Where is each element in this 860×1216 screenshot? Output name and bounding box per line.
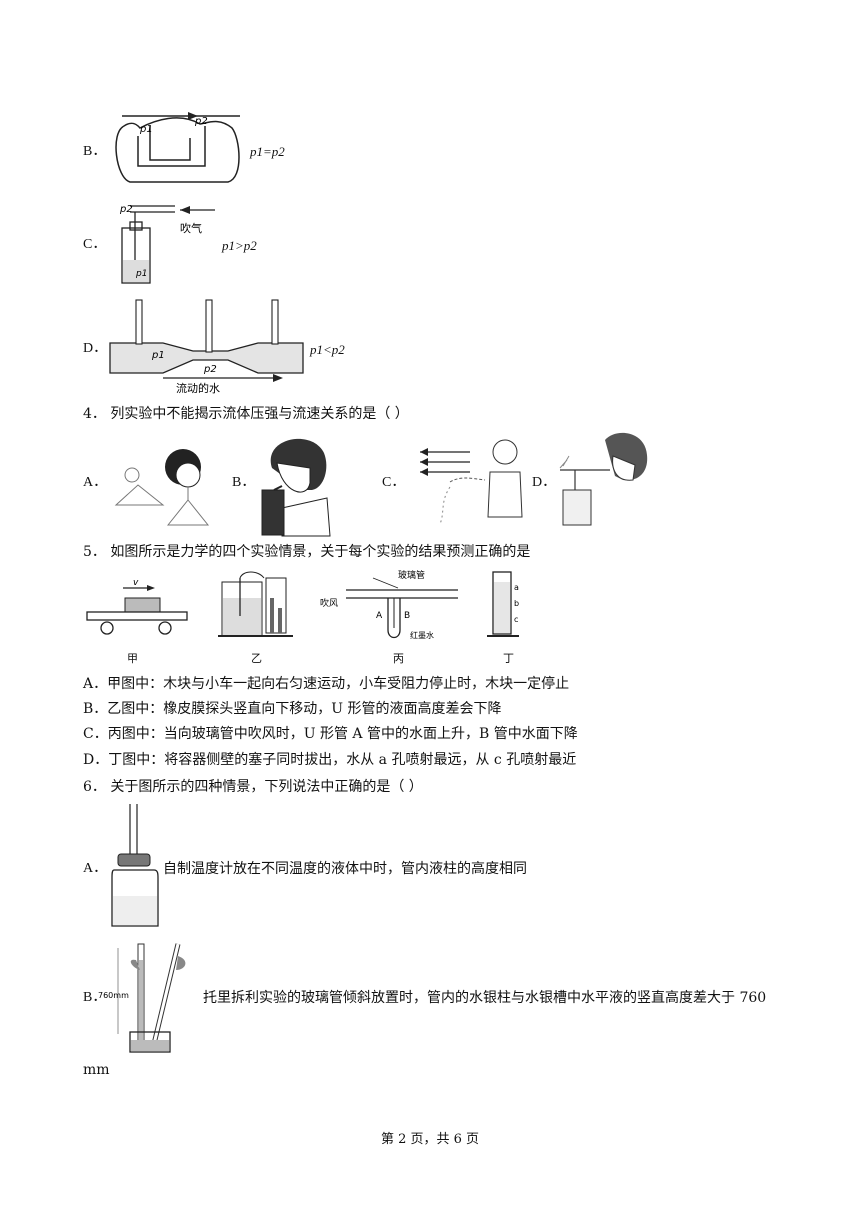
q5-label-jia: 甲 <box>127 652 138 665</box>
q4-stem: 4． 列实验中不能揭示流体压强与流速关系的是（ ） <box>83 406 409 422</box>
option-d-letter: D． <box>83 341 108 356</box>
figure-q6-b: 760mm <box>98 943 186 1053</box>
q3c-p1-label: p1 <box>135 269 147 279</box>
q4-option-c-letter: C． <box>382 475 406 490</box>
q3b-p1-label: p1 <box>139 124 153 135</box>
figure-q4-d <box>559 432 648 526</box>
figure-q3-b: p1 p2 <box>115 112 240 183</box>
option-c-letter: C． <box>83 237 107 252</box>
q6-option-b-text: 托里拆利实验的玻璃管倾斜放置时，管内的水银柱与水银槽中水平液的竖直高度差大于 7… <box>203 990 767 1006</box>
figure-q3-d: p1 p2 流动的水 <box>109 299 304 395</box>
q3d-water-label: 流动的水 <box>176 381 220 395</box>
q5-blow-label: 吹风 <box>320 597 338 609</box>
option-b-letter: B． <box>83 144 107 159</box>
q4-option-b-letter: B． <box>232 475 256 490</box>
q5-c-label: c <box>514 615 518 624</box>
q6-option-a-letter: A． <box>83 861 108 876</box>
q5-tube-label: 玻璃管 <box>398 569 425 581</box>
figure-q5-ding: a b c <box>487 571 519 637</box>
q3c-blow-label: 吹气 <box>180 221 202 235</box>
q5-option-c: C．丙图中：当向玻璃管中吹风时，U 形管 A 管中的水面上升，B 管中水面下降 <box>83 726 578 742</box>
q6-stem: 6． 关于图所示的四种情景，下列说法中正确的是（ ） <box>83 779 423 795</box>
figure-q4-c <box>420 439 523 525</box>
q5-label-bing: 丙 <box>393 652 404 665</box>
q5-label-ding: 丁 <box>503 652 514 665</box>
q6-b-760mm-label: 760mm <box>98 991 129 1000</box>
q4-option-a-letter: A． <box>83 475 108 490</box>
q5-v-label: v <box>133 578 139 588</box>
figure-q4-b <box>261 438 331 537</box>
q3d-p2-label: p2 <box>203 364 217 375</box>
q5-option-a: A．甲图中：木块与小车一起向右匀速运动，小车受阻力停止时，木块一定停止 <box>83 676 570 692</box>
q5-redwater-label: 红墨水 <box>410 630 434 640</box>
figure-q6-a <box>111 804 159 927</box>
q3d-p1-label: p1 <box>151 350 165 361</box>
q5-b-label: b <box>514 599 519 608</box>
q5-A-label: A <box>376 611 383 621</box>
q5-a-label: a <box>514 583 519 592</box>
option-b-formula: p1=p2 <box>250 144 285 159</box>
option-c-formula: p1>p2 <box>222 238 257 253</box>
q3b-p2-label: p2 <box>194 116 208 127</box>
q5-B-label: B <box>404 611 410 621</box>
option-d-formula: p1<p2 <box>310 342 345 357</box>
figure-q4-a <box>114 449 210 526</box>
q5-label-yi: 乙 <box>251 652 262 665</box>
figure-q5-bing: 玻璃管 吹风 A B 红墨水 <box>320 569 458 640</box>
q6-option-b-text-cont: mm <box>83 1062 110 1078</box>
figure-q5-yi <box>218 571 293 637</box>
q6-option-b-letter: B． <box>83 990 107 1005</box>
figure-q5-jia: v <box>86 578 188 635</box>
page-footer: 第 2 页，共 6 页 <box>380 1132 480 1147</box>
q3c-p2-label: p2 <box>119 204 133 215</box>
q5-option-d: D．丁图中：将容器侧壁的塞子同时拔出，水从 a 孔喷射最远，从 c 孔喷射最近 <box>83 752 577 768</box>
q4-option-d-letter: D． <box>532 475 557 490</box>
q6-option-a-text: 自制温度计放在不同温度的液体中时，管内液柱的高度相同 <box>163 861 527 877</box>
q5-option-b: B．乙图中：橡皮膜探头竖直向下移动，U 形管的液面高度差会下降 <box>83 701 502 717</box>
q5-stem: 5． 如图所示是力学的四个实验情景，关于每个实验的结果预测正确的是 <box>83 544 531 560</box>
figure-q3-c: 吹气 p2 p1 <box>119 204 215 284</box>
